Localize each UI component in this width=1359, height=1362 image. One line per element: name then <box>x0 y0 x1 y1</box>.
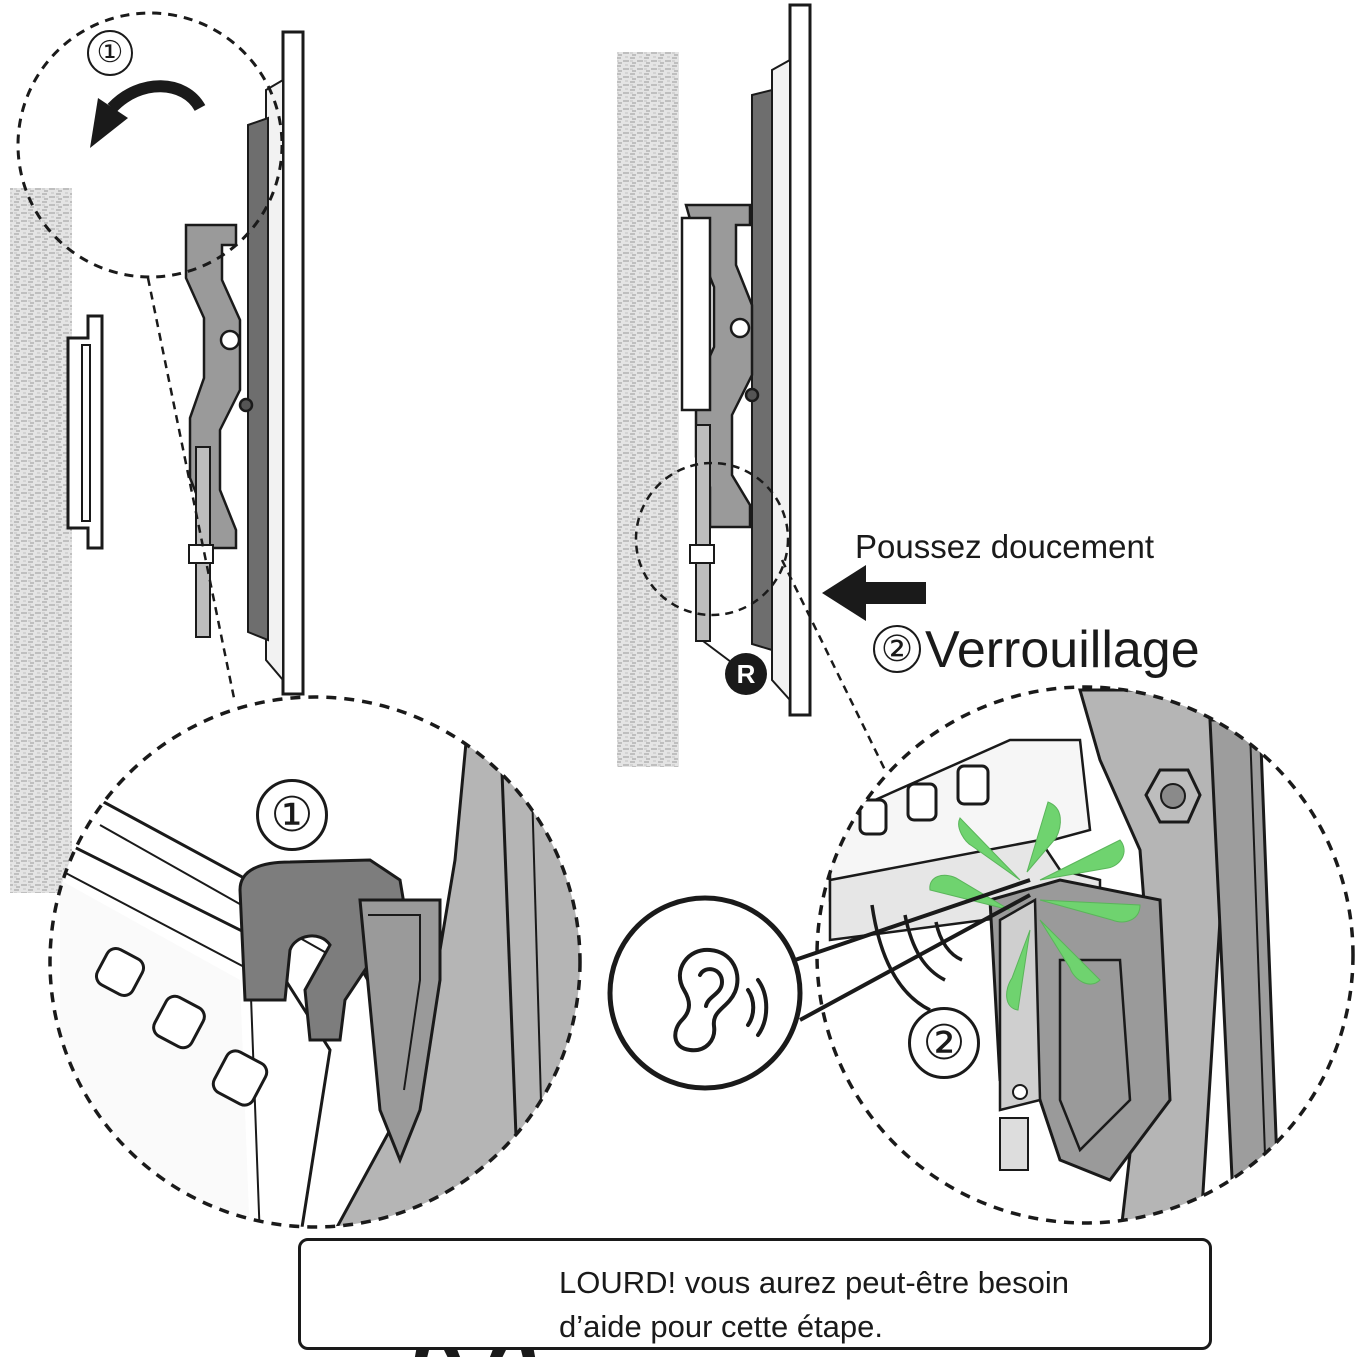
right-tv-panel <box>788 3 812 717</box>
left-detail-circle <box>48 695 582 1229</box>
rotate-callout-circle <box>16 11 284 279</box>
step-1-marker: ① <box>87 30 133 76</box>
click-rays <box>929 801 1141 1011</box>
warning-text: LOURD! vous aurez peut-être besoin d’aid… <box>559 1261 1069 1349</box>
lock-text: Verrouillage <box>925 621 1200 679</box>
left-wall-plate <box>66 314 104 550</box>
step-1-detail-marker: ① <box>256 779 328 851</box>
warning-line2: d’aide pour cette étape. <box>559 1309 884 1344</box>
right-detail-art <box>817 687 1353 1223</box>
ear-sound-icon <box>673 947 769 1053</box>
warning-box: LOURD! vous aurez peut-être besoin d’aid… <box>298 1238 1212 1350</box>
left-tv-back <box>247 116 269 642</box>
step-2-detail-marker: ② <box>908 1007 980 1079</box>
push-arrow-icon <box>822 565 926 621</box>
warning-heavy: LOURD! <box>559 1265 677 1300</box>
left-wall <box>10 188 72 893</box>
right-tv-back <box>751 88 773 652</box>
right-wall <box>617 52 679 767</box>
warning-line1: vous aurez peut-être besoin <box>676 1265 1070 1300</box>
lock-step-number: ② <box>873 625 921 673</box>
ear-callout-circle <box>607 895 803 1091</box>
r-marker: R <box>725 653 767 695</box>
left-tv-panel <box>281 30 305 696</box>
left-detail-art <box>50 697 580 1227</box>
right-detail-circle <box>815 685 1355 1225</box>
lock-callout-circle <box>634 461 790 617</box>
push-gently-label: Poussez doucement <box>855 528 1155 565</box>
rotate-arrow-icon <box>90 80 206 148</box>
